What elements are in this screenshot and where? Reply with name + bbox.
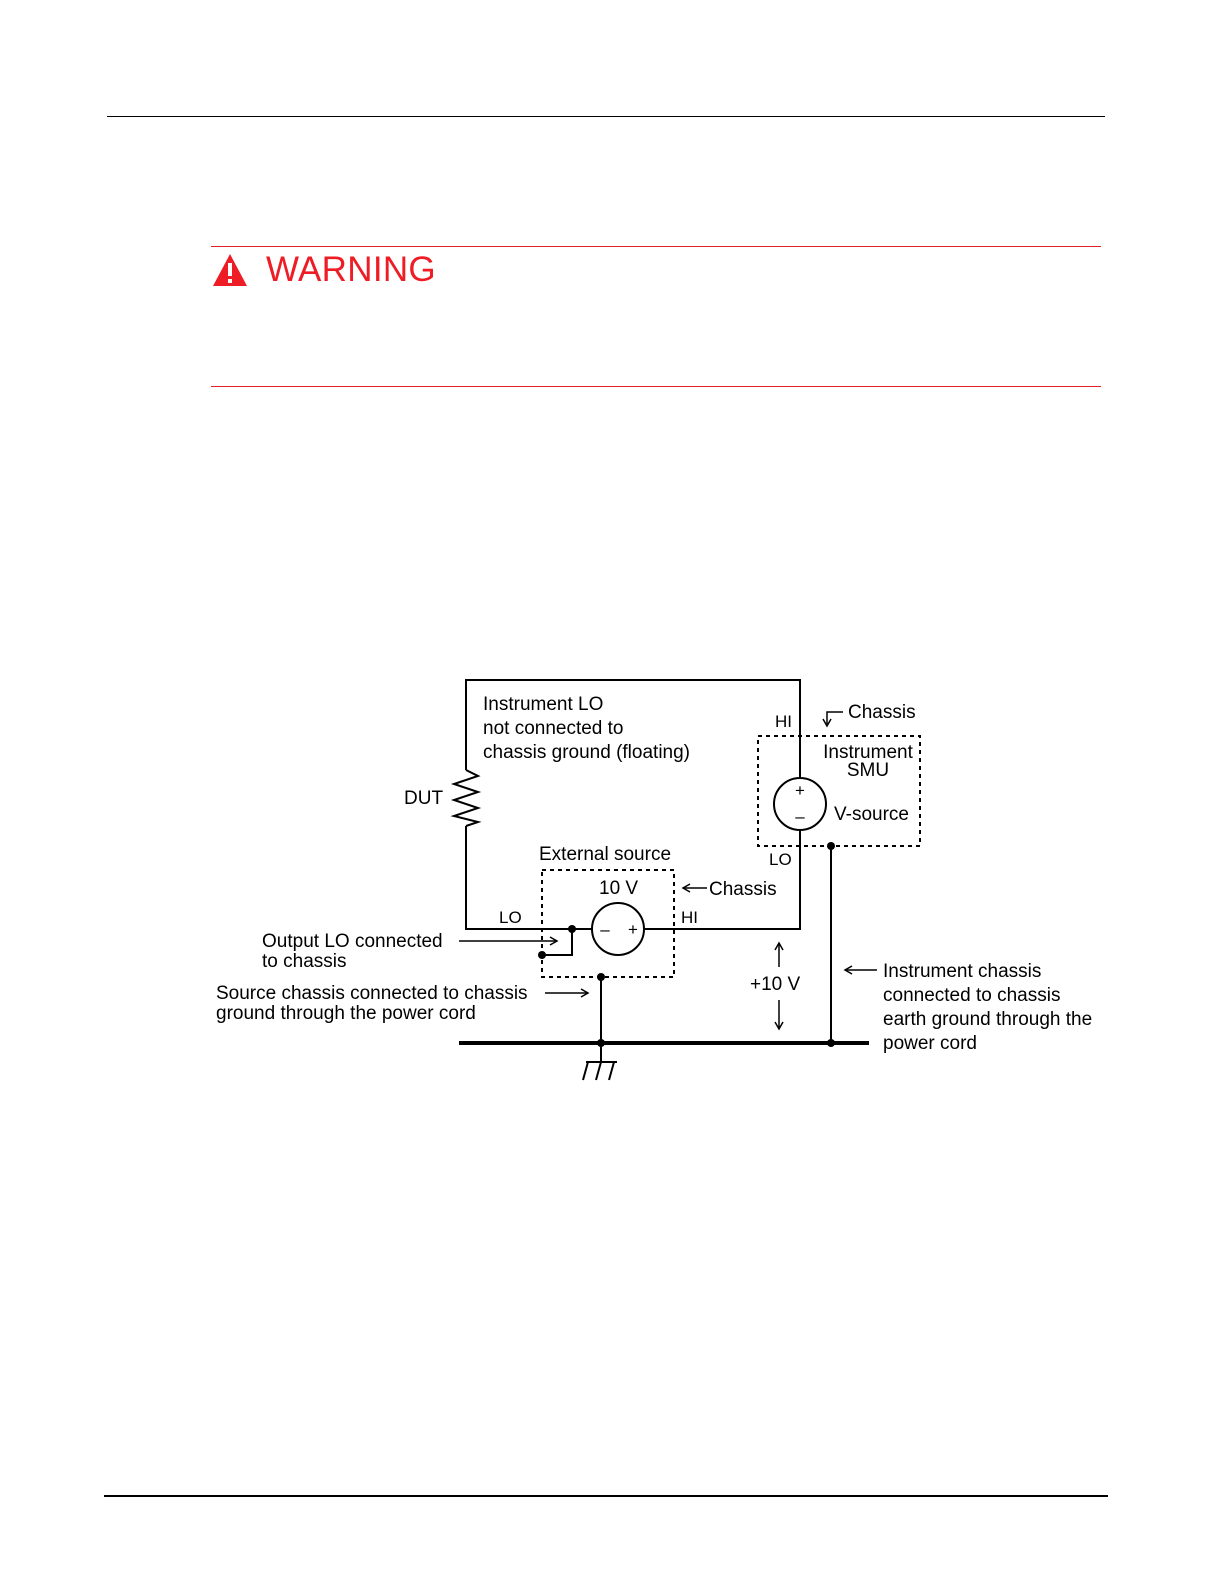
smu-source-label: V-source <box>834 804 909 825</box>
instrument-chassis-note-line-1: Instrument chassis <box>883 961 1041 982</box>
voltage-arrow-label: +10 V <box>750 974 801 995</box>
instrument-chassis-note-line-2: connected to chassis <box>883 985 1060 1006</box>
dut-lo-wire <box>465 826 592 930</box>
external-source-title: External source <box>539 844 671 865</box>
dut-label: DUT <box>404 788 443 809</box>
smu-hi-label: HI <box>775 712 792 731</box>
smu-name-line-1: Instrument <box>823 742 913 763</box>
smu-minus-sign: – <box>795 807 805 826</box>
external-source-chassis-box <box>541 869 675 978</box>
smu-lo-label: LO <box>769 850 792 869</box>
source-chassis-note-line-1: Source chassis connected to chassis <box>216 983 528 1004</box>
smu-chassis-label: Chassis <box>848 702 916 723</box>
smu-plus-sign: + <box>795 781 805 800</box>
smu-voltage-source <box>773 777 827 831</box>
header-rule <box>107 116 1105 117</box>
external-lo-label: LO <box>499 908 522 927</box>
circuit-wires <box>465 679 832 1043</box>
external-plus-sign: + <box>628 920 638 939</box>
warning-triangle-icon <box>213 254 247 286</box>
footer-rule <box>104 1495 1108 1497</box>
warning-bottom-rule <box>211 386 1101 387</box>
earth-ground-symbol <box>582 1043 617 1081</box>
instrument-lo-note-line-2: not connected to <box>483 718 624 739</box>
smu-chassis-box <box>757 735 921 847</box>
instrument-chassis-note-line-4: power cord <box>883 1033 977 1054</box>
output-lo-note-line-1: Output LO connected <box>262 931 443 952</box>
smu-name-line-2: SMU <box>847 760 889 781</box>
top-wire <box>465 679 801 778</box>
output-lo-note-line-2: to chassis <box>262 951 346 972</box>
external-voltage-source <box>591 902 645 956</box>
junction-dots <box>538 842 835 1047</box>
warning-label: WARNING <box>266 250 436 289</box>
external-source-voltage: 10 V <box>599 878 638 899</box>
source-chassis-note-line-2: ground through the power cord <box>216 1003 476 1024</box>
instrument-lo-note-line-1: Instrument LO <box>483 694 603 715</box>
hi-return-wire <box>644 830 801 930</box>
output-lo-jumper <box>542 929 573 956</box>
instrument-chassis-note-line-3: earth ground through the <box>883 1009 1092 1030</box>
instrument-lo-note-line-3: chassis ground (floating) <box>483 742 690 763</box>
warning-top-rule <box>211 246 1101 247</box>
external-minus-sign: – <box>600 920 610 939</box>
external-chassis-label: Chassis <box>709 879 777 900</box>
external-hi-label: HI <box>681 908 698 927</box>
annotation-arrows <box>459 711 877 1031</box>
dut-resistor <box>450 769 482 827</box>
warning-heading: WARNING <box>212 250 436 290</box>
